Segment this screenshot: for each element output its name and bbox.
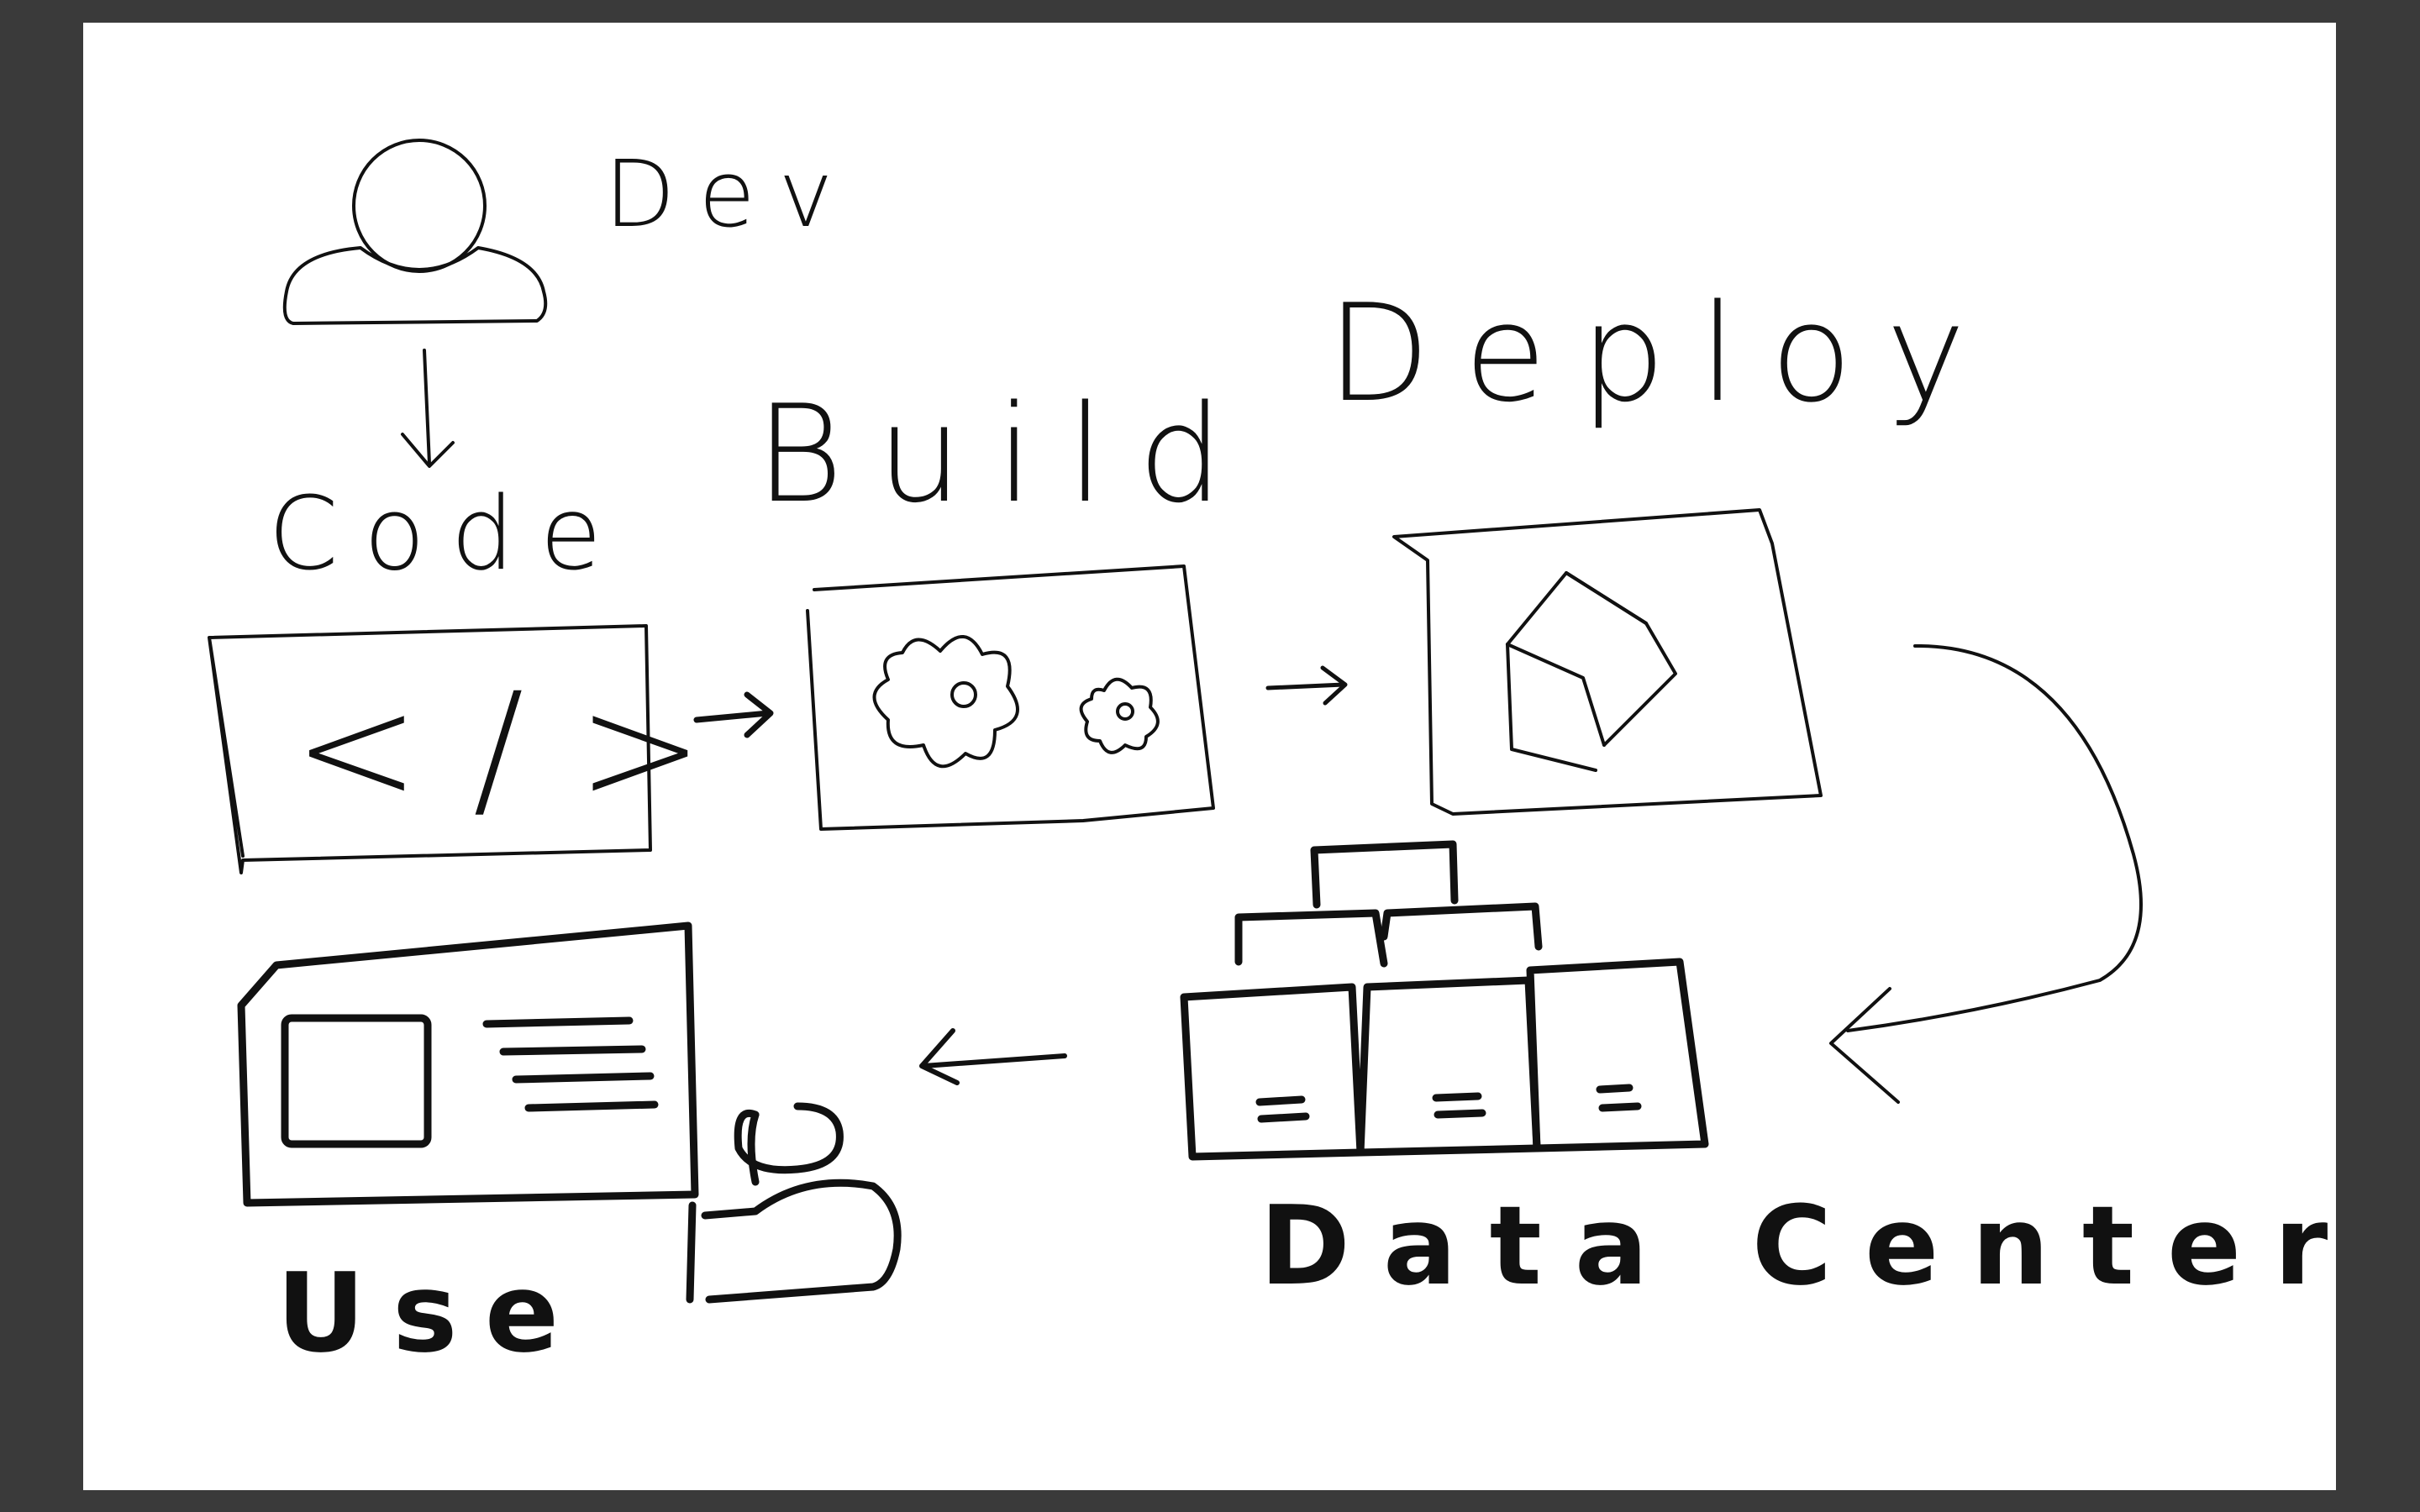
label-build: Build (755, 375, 1257, 533)
whiteboard-canvas: Dev Code Build Deploy Data Center Use </… (83, 23, 2336, 1490)
label-deploy: Deploy (1327, 275, 2000, 432)
browser-window-icon (237, 921, 699, 1207)
dev-person-icon (282, 139, 548, 325)
data-center-icon (1180, 840, 1709, 1161)
arrow-code-to-build (693, 691, 774, 738)
package-icon (1506, 571, 1677, 772)
deploy-box (1392, 508, 1823, 816)
gear-icon-small (1079, 677, 1160, 754)
label-use: Use (276, 1249, 587, 1377)
arrow-dev-to-code (401, 349, 455, 468)
arrow-build-to-deploy (1265, 665, 1348, 706)
label-dev: Dev (604, 140, 856, 248)
build-box (806, 564, 1215, 831)
label-data-center: Data Center (1260, 1182, 2361, 1310)
gear-icon-large (872, 635, 1019, 769)
diagram-drawing (208, 139, 2143, 1304)
user-person-icon (686, 1102, 902, 1304)
arrow-deploy-to-datacenter (1829, 643, 2143, 1104)
code-box (208, 624, 652, 874)
label-code: Code (268, 476, 628, 593)
arrow-datacenter-to-use (919, 1028, 1067, 1085)
code-glyph: </> (293, 661, 757, 837)
